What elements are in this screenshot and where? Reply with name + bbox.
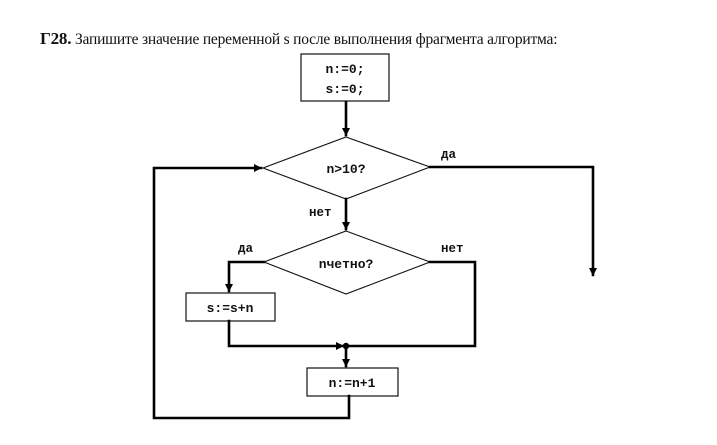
- task-number: Г28.: [40, 29, 72, 48]
- decision2-no-label: нет: [441, 242, 464, 256]
- task-title: Г28. Запишите значение переменной s посл…: [40, 29, 558, 49]
- arrow-loop-back: [152, 164, 351, 420]
- init-line-2: s:=0;: [325, 82, 364, 97]
- decision1-condition: n>10?: [326, 162, 365, 177]
- arrow-yes-exit: [428, 165, 597, 277]
- sum-block: s:=s+n: [185, 292, 276, 322]
- decision2-yes-label: да: [238, 242, 254, 256]
- line-no-to-junction: [344, 260, 477, 348]
- init-block: n:=0; s:=0;: [300, 53, 390, 102]
- task-text: Запишите значение переменной s после вып…: [71, 31, 558, 48]
- init-line-1: n:=0;: [325, 62, 364, 77]
- decision2-condition: nчетно?: [319, 257, 374, 272]
- increment-block-text: n:=n+1: [329, 376, 376, 391]
- arrow-sum-to-junction: [227, 319, 345, 350]
- decision1-yes-label: да: [441, 148, 457, 162]
- sum-block-text: s:=s+n: [207, 301, 254, 316]
- increment-block: n:=n+1: [306, 367, 399, 397]
- decision-n-even: nчетно?: [262, 230, 432, 295]
- decision1-no-label: нет: [309, 206, 332, 220]
- arrow-yes-to-sum: [225, 260, 266, 293]
- decision-n-gt-10: n>10?: [261, 136, 432, 200]
